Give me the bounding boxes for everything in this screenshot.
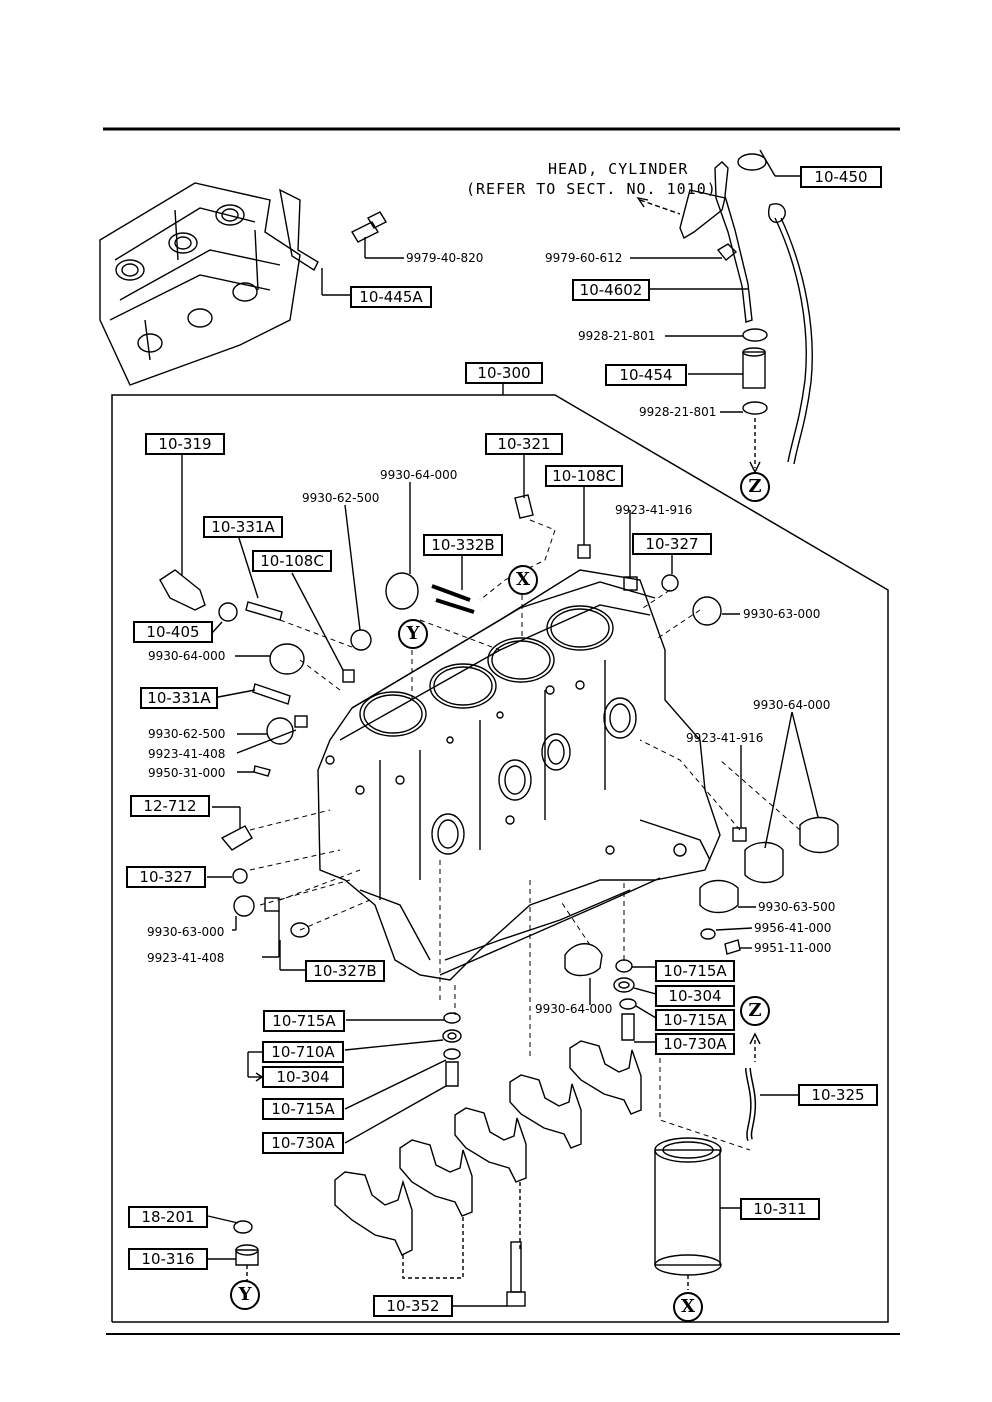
callout-10-319: 10-319 xyxy=(145,433,225,455)
callout-10-325: 10-325 xyxy=(798,1084,878,1106)
callout-10-445A: 10-445A xyxy=(350,286,432,308)
callout-10-4602: 10-4602 xyxy=(572,279,650,301)
part-number: 9923-41-916 xyxy=(686,731,764,745)
dashed-leaders xyxy=(249,519,801,1151)
callout-10-327-top: 10-327 xyxy=(632,533,712,555)
callout-10-316: 10-316 xyxy=(128,1248,208,1270)
callout-12-712: 12-712 xyxy=(130,795,210,817)
reference-marker-z: Z xyxy=(740,472,770,502)
bolt-sketch-1 xyxy=(351,211,404,259)
reference-marker-y: Y xyxy=(398,619,428,649)
part-number: 9956-41-000 xyxy=(754,921,832,935)
part-number: 9928-21-801 xyxy=(639,405,717,419)
callout-10-450: 10-450 xyxy=(800,166,882,188)
oil-filter-sketch xyxy=(654,1137,740,1290)
small-parts-sketch xyxy=(159,455,839,1282)
dipstick-sketch xyxy=(630,149,813,474)
reference-line-1: HEAD, CYLINDER xyxy=(548,160,689,178)
part-number: 9930-62-500 xyxy=(148,727,226,741)
callout-10-730A-left: 10-730A xyxy=(262,1132,344,1154)
callout-10-311: 10-311 xyxy=(740,1198,820,1220)
part-number: 9930-63-500 xyxy=(758,900,836,914)
callout-10-108C-left: 10-108C xyxy=(252,550,332,572)
part-number: 9923-41-408 xyxy=(147,951,225,965)
part-number: 9950-31-000 xyxy=(148,766,226,780)
part-number: 9930-62-500 xyxy=(302,491,380,505)
callout-10-405: 10-405 xyxy=(133,621,213,643)
part-number: 9930-64-000 xyxy=(535,1002,613,1016)
part-number: 9930-64-000 xyxy=(380,468,458,482)
part-number: 9979-40-820 xyxy=(406,251,484,265)
callout-10-715A-left-2: 10-715A xyxy=(262,1098,344,1120)
callout-10-300: 10-300 xyxy=(465,362,543,384)
part-number: 9930-63-000 xyxy=(147,925,225,939)
callout-10-321: 10-321 xyxy=(485,433,563,455)
reference-line-2: (REFER TO SECT. NO. 1010) xyxy=(466,180,717,198)
bolt-sketch-main xyxy=(452,1241,526,1307)
callout-18-201: 18-201 xyxy=(128,1206,208,1228)
callout-10-332B: 10-332B xyxy=(423,534,503,556)
part-number: 9928-21-801 xyxy=(578,329,656,343)
part-number: 9951-11-000 xyxy=(754,941,832,955)
engine-block-sketch xyxy=(317,569,721,981)
callout-10-108C-top: 10-108C xyxy=(545,465,623,487)
callout-10-304-left: 10-304 xyxy=(262,1066,344,1088)
part-number: 9930-64-000 xyxy=(753,698,831,712)
callout-10-331A-mid: 10-331A xyxy=(140,687,218,709)
part-number: 9979-60-612 xyxy=(545,251,623,265)
callout-10-710A: 10-710A xyxy=(262,1041,344,1063)
part-number: 9930-64-000 xyxy=(148,649,226,663)
part-number: 9923-41-916 xyxy=(615,503,693,517)
callout-10-331A-top: 10-331A xyxy=(203,516,283,538)
callout-10-454: 10-454 xyxy=(605,364,687,386)
reference-marker-x: X xyxy=(673,1292,703,1322)
callout-10-327-left: 10-327 xyxy=(126,866,206,888)
callout-10-352: 10-352 xyxy=(373,1295,453,1317)
reference-marker-y: Y xyxy=(230,1280,260,1310)
group-frame xyxy=(111,394,889,1323)
callout-10-327B: 10-327B xyxy=(305,960,385,982)
bearing-caps-sketch xyxy=(334,1040,642,1279)
reference-marker-z: Z xyxy=(740,996,770,1026)
callout-10-715A-right-2: 10-715A xyxy=(655,1009,735,1031)
callout-10-715A-right-1: 10-715A xyxy=(655,960,735,982)
reference-marker-x: X xyxy=(508,565,538,595)
callout-10-730A-right: 10-730A xyxy=(655,1033,735,1055)
part-number: 9930-63-000 xyxy=(743,607,821,621)
part-number: 9923-41-408 xyxy=(148,747,226,761)
callout-10-715A-left-1: 10-715A xyxy=(263,1010,345,1032)
callout-10-304-right: 10-304 xyxy=(655,985,735,1007)
cylinder-head-sketch xyxy=(99,182,319,386)
